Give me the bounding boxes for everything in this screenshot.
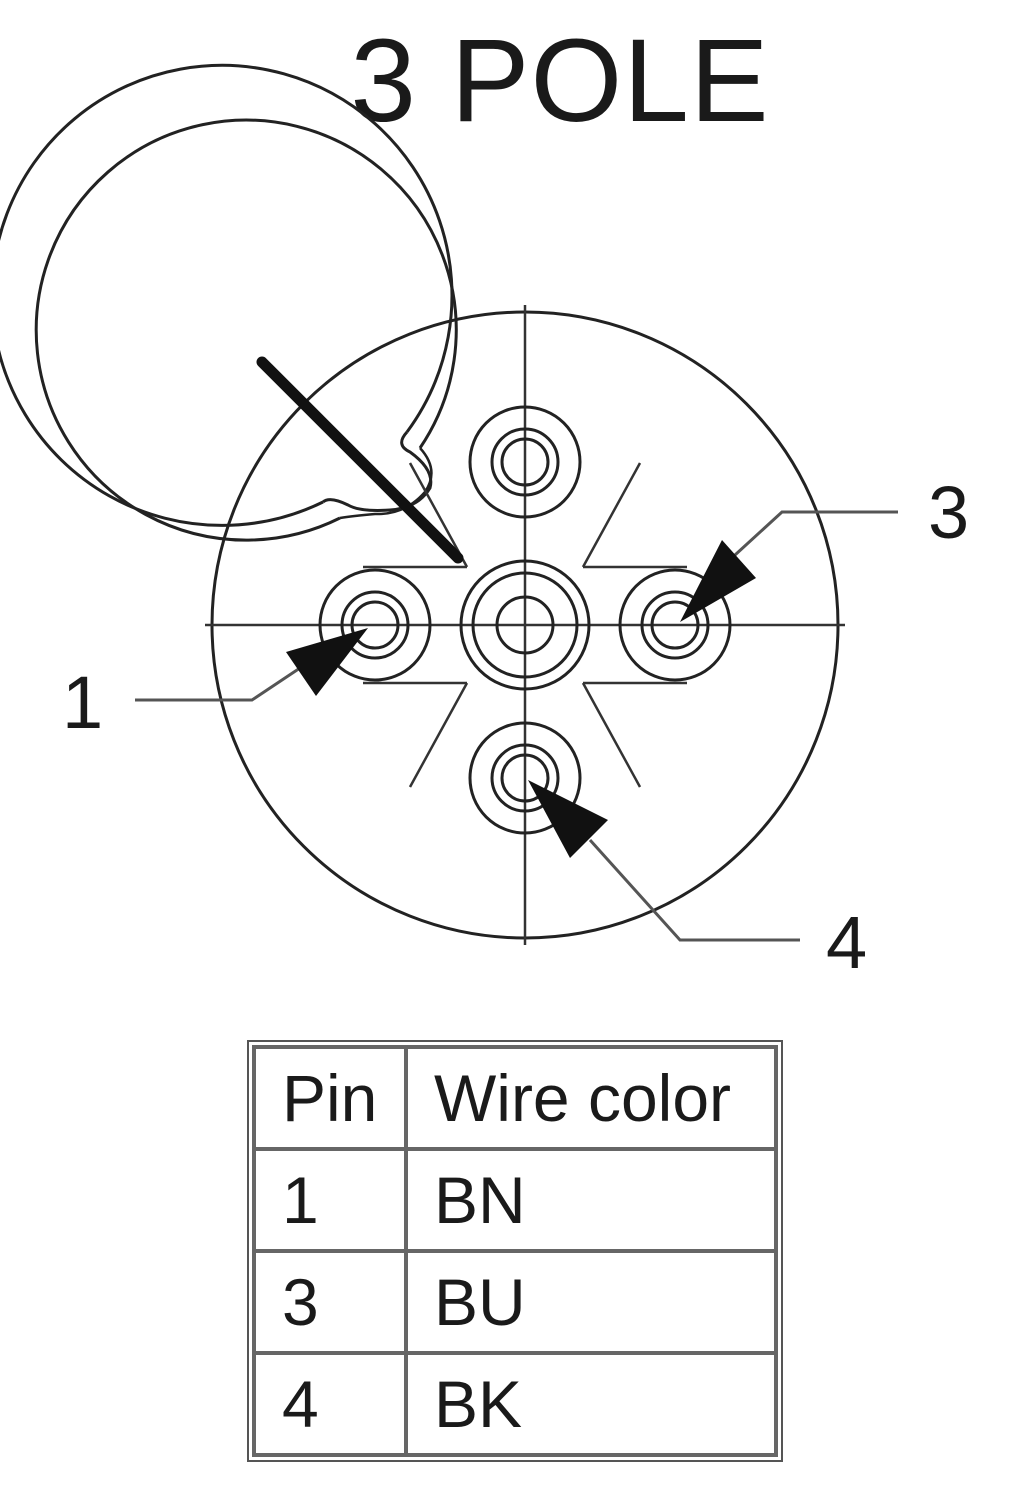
pin-label-3: 3 <box>928 471 969 554</box>
column-header-wire-color: Wire color <box>404 1045 778 1151</box>
arrowhead-pin-3 <box>680 540 756 622</box>
segment-dividers <box>363 462 687 788</box>
page-title: 3 POLE <box>350 15 770 147</box>
arrowhead-pin-4 <box>528 780 608 858</box>
connector-insert-inner <box>34 118 458 542</box>
table-header-row: Pin Wire color <box>252 1045 778 1151</box>
column-header-pin: Pin <box>252 1045 408 1151</box>
connector-insert <box>0 63 454 527</box>
contact-pin-3 <box>618 568 732 682</box>
pin-number-cell: 3 <box>252 1249 408 1355</box>
pin-wire-color-table: Pin Wire color 1 BN 3 BU 4 BK <box>247 1040 783 1462</box>
table-row: 1 BN <box>252 1147 778 1253</box>
pin-number-cell: 4 <box>252 1351 408 1457</box>
coding-key-line <box>256 356 464 564</box>
contact-pin-4 <box>468 721 582 835</box>
pin-number-cell: 1 <box>252 1147 408 1253</box>
wire-color-cell: BK <box>404 1351 778 1457</box>
table-row: 4 BK <box>252 1351 778 1457</box>
contact-top <box>468 405 582 519</box>
leader-line-pin-3 <box>733 510 898 557</box>
contact-center <box>459 559 591 691</box>
arrowhead-pin-1 <box>286 628 368 696</box>
leader-line-pin-1 <box>135 666 301 702</box>
leader-line-pin-4 <box>588 838 800 942</box>
pin-label-1: 1 <box>62 661 103 744</box>
table-row: 3 BU <box>252 1249 778 1355</box>
wire-color-cell: BN <box>404 1147 778 1253</box>
wire-color-cell: BU <box>404 1249 778 1355</box>
pin-label-4: 4 <box>826 901 867 984</box>
connector-face-diagram: 1 3 4 <box>0 63 969 984</box>
contact-pin-1 <box>318 568 432 682</box>
